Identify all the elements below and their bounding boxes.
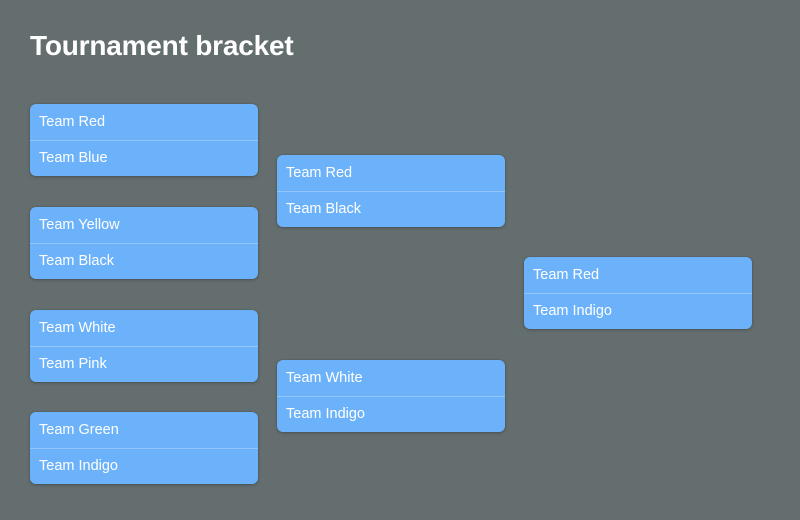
match-card[interactable]: Team Red Team Indigo	[524, 257, 752, 329]
team-slot[interactable]: Team Red	[286, 165, 353, 181]
team-slot[interactable]: Team Indigo	[524, 293, 752, 329]
team-slot[interactable]: Team Indigo	[30, 448, 258, 484]
bracket-round-final: Team Red Team Indigo	[524, 0, 752, 520]
team-slot[interactable]: Team Black	[30, 243, 258, 279]
bracket-round-semifinals: Team Red Team Black Team White Team Indi…	[277, 0, 505, 520]
team-slot[interactable]: Team Indigo	[277, 396, 505, 432]
team-slot[interactable]: Team Black	[277, 191, 505, 227]
team-slot[interactable]: Team Red	[39, 114, 106, 130]
team-slot[interactable]: Team White	[39, 320, 116, 336]
team-slot[interactable]: Team Red	[533, 267, 600, 283]
match-card[interactable]: Team White Team Pink	[30, 310, 258, 382]
team-slot[interactable]: Team Blue	[30, 140, 258, 176]
match-card[interactable]: Team White Team Indigo	[277, 360, 505, 432]
bracket-round-quarterfinals: Team Red Team Blue Team Yellow Team Blac…	[30, 0, 258, 520]
team-slot[interactable]: Team White	[286, 370, 363, 386]
match-card[interactable]: Team Red Team Blue	[30, 104, 258, 176]
page-title: Tournament bracket	[30, 30, 294, 61]
team-slot[interactable]: Team Pink	[30, 346, 258, 382]
team-slot[interactable]: Team Green	[39, 422, 119, 438]
match-card[interactable]: Team Red Team Black	[277, 155, 505, 227]
team-slot[interactable]: Team Yellow	[39, 217, 120, 233]
match-card[interactable]: Team Green Team Indigo	[30, 412, 258, 484]
match-card[interactable]: Team Yellow Team Black	[30, 207, 258, 279]
